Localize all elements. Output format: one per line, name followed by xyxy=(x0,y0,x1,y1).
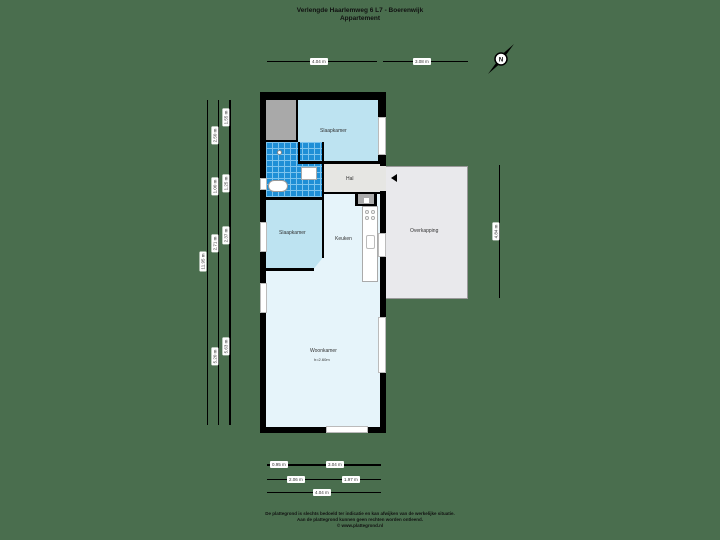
room-label-living: Woonkamer xyxy=(310,348,337,354)
disclaimer-line-1: De plattegrond is slechts bedoeld ter in… xyxy=(265,511,455,516)
wall-segment xyxy=(322,142,324,200)
dimension-label: 3.08 m xyxy=(413,58,431,65)
plan-title-type: Appartement xyxy=(339,15,381,22)
dimension-label: 1.55 m xyxy=(222,108,230,127)
stove-burner-icon xyxy=(371,216,375,220)
svg-text:N: N xyxy=(499,58,503,64)
dimension-line-middle xyxy=(218,100,219,425)
room-bedroom-2: Slaapkamer xyxy=(266,200,322,269)
wall-segment xyxy=(266,197,324,200)
toilet-icon xyxy=(268,180,288,192)
room-label-hall: Hal xyxy=(346,176,354,182)
entrance-door xyxy=(380,166,386,191)
window xyxy=(260,178,267,190)
dimension-label: 1.00 m xyxy=(211,177,219,196)
dimension-label: 2.37 m xyxy=(222,226,230,245)
window xyxy=(378,317,386,373)
dimension-label: 2.06 m xyxy=(287,476,305,483)
north-compass-icon: N xyxy=(484,42,518,76)
disclaimer-line-3: © www.plattegrond.nl xyxy=(336,523,384,528)
plan-title-address: Verlengde Haarlemweg 6 L7 - Boerenwijk xyxy=(296,7,424,14)
room-label-bedroom-1: Slaapkamer xyxy=(320,128,347,134)
wall-segment xyxy=(298,142,300,162)
dimension-label: 2.50 m xyxy=(211,126,219,145)
plan-title: Verlengde Haarlemweg 6 L7 - Boerenwijk A… xyxy=(0,7,720,23)
wall-segment xyxy=(298,161,380,164)
wall-segment xyxy=(322,198,324,258)
dimension-label: 4.04 m xyxy=(313,489,331,496)
kitchen-counter xyxy=(362,206,378,282)
dimension-label: 1.25 m xyxy=(222,174,230,193)
disclaimer: De plattegrond is slechts bedoeld ter in… xyxy=(0,511,720,529)
dimension-label: 11.95 m xyxy=(199,251,207,272)
dimension-line-inner xyxy=(229,100,231,425)
dimension-label: 2.71 m xyxy=(211,234,219,253)
window xyxy=(378,117,386,155)
dimension-line xyxy=(267,479,381,480)
room-label-kitchen: Keuken xyxy=(335,236,352,242)
window xyxy=(326,426,368,433)
dimension-label: 1.97 m xyxy=(342,476,360,483)
dimension-label: 4.04 m xyxy=(310,58,328,65)
stove-burner-icon xyxy=(365,210,369,214)
dimension-line xyxy=(267,464,381,466)
closet xyxy=(266,100,296,140)
disclaimer-line-2: Aan de plattegrond kunnen geen rechten w… xyxy=(296,517,423,522)
stove-burner-icon xyxy=(371,210,375,214)
dimension-line-outer xyxy=(207,100,208,425)
room-canopy: Overkapping xyxy=(384,166,468,299)
dimension-label: 5.20 m xyxy=(211,347,219,366)
window xyxy=(260,283,267,313)
room-label-bedroom-2: Slaapkamer xyxy=(279,230,306,236)
room-label-canopy: Overkapping xyxy=(410,228,439,234)
meter-cupboard xyxy=(355,192,377,206)
kitchen-sink-icon xyxy=(366,235,375,249)
dimension-label: 4.84 m xyxy=(492,222,500,241)
window xyxy=(378,233,386,257)
window xyxy=(260,222,267,252)
stove-burner-icon xyxy=(365,216,369,220)
dimension-label: 0.95 m xyxy=(270,461,288,468)
wall-segment xyxy=(266,268,314,271)
dimension-label: 3.04 m xyxy=(326,461,344,468)
room-height-label: h=2.60m xyxy=(314,357,330,362)
entrance-arrow-icon xyxy=(391,174,397,182)
room-hall: Hal xyxy=(324,164,380,192)
dimension-label: 5.63 m xyxy=(222,337,230,356)
shower-drain-icon xyxy=(277,150,282,155)
sink-icon xyxy=(301,167,317,180)
dimension-line xyxy=(499,165,500,298)
